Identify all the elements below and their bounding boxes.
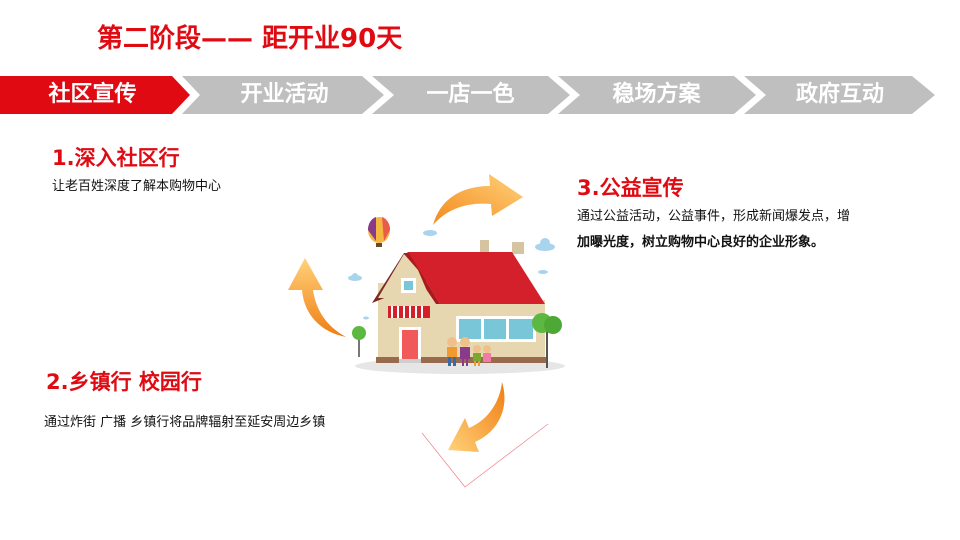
section-3-text-line2: 加曝光度，树立购物中心良好的企业形象。 — [577, 235, 825, 250]
hot-air-balloon-icon — [367, 217, 391, 247]
step-government-interaction[interactable]: 政府互动 — [795, 82, 884, 107]
house-icon — [372, 240, 548, 363]
step-opening-events[interactable]: 开业活动 — [240, 82, 329, 107]
step-community-promotion[interactable]: 社区宣传 — [48, 82, 137, 107]
section-1-title: 1.深入社区行 — [52, 146, 180, 170]
step-stabilization-plan[interactable]: 稳场方案 — [612, 82, 701, 107]
page-title: 第二阶段—— 距开业90天 — [97, 24, 403, 54]
cycle-arrow-icon — [433, 174, 523, 225]
cloud-icon — [348, 230, 555, 320]
section-2-title: 2.乡镇行 校园行 — [46, 370, 202, 394]
family-icon — [447, 337, 491, 366]
section-3-text-line1: 通过公益活动，公益事件，形成新闻爆发点，增 — [577, 209, 851, 224]
section-2-text: 通过炸街 广播 乡镇行将品牌辐射至延安周边乡镇 — [44, 415, 326, 430]
community-house-illustration — [270, 160, 570, 500]
step-one-store-one-color[interactable]: 一店一色 — [426, 82, 515, 107]
cycle-arrow-icon — [421, 382, 549, 488]
cycle-arrow-icon — [288, 258, 346, 337]
section-1-text: 让老百姓深度了解本购物中心 — [52, 179, 222, 194]
section-3-title: 3.公益宣传 — [577, 176, 684, 200]
tree-icon — [352, 313, 562, 368]
banner-chevrons-graphic — [0, 76, 935, 114]
stage-progress-banner: 社区宣传 开业活动 一店一色 稳场方案 政府互动 — [0, 76, 960, 114]
